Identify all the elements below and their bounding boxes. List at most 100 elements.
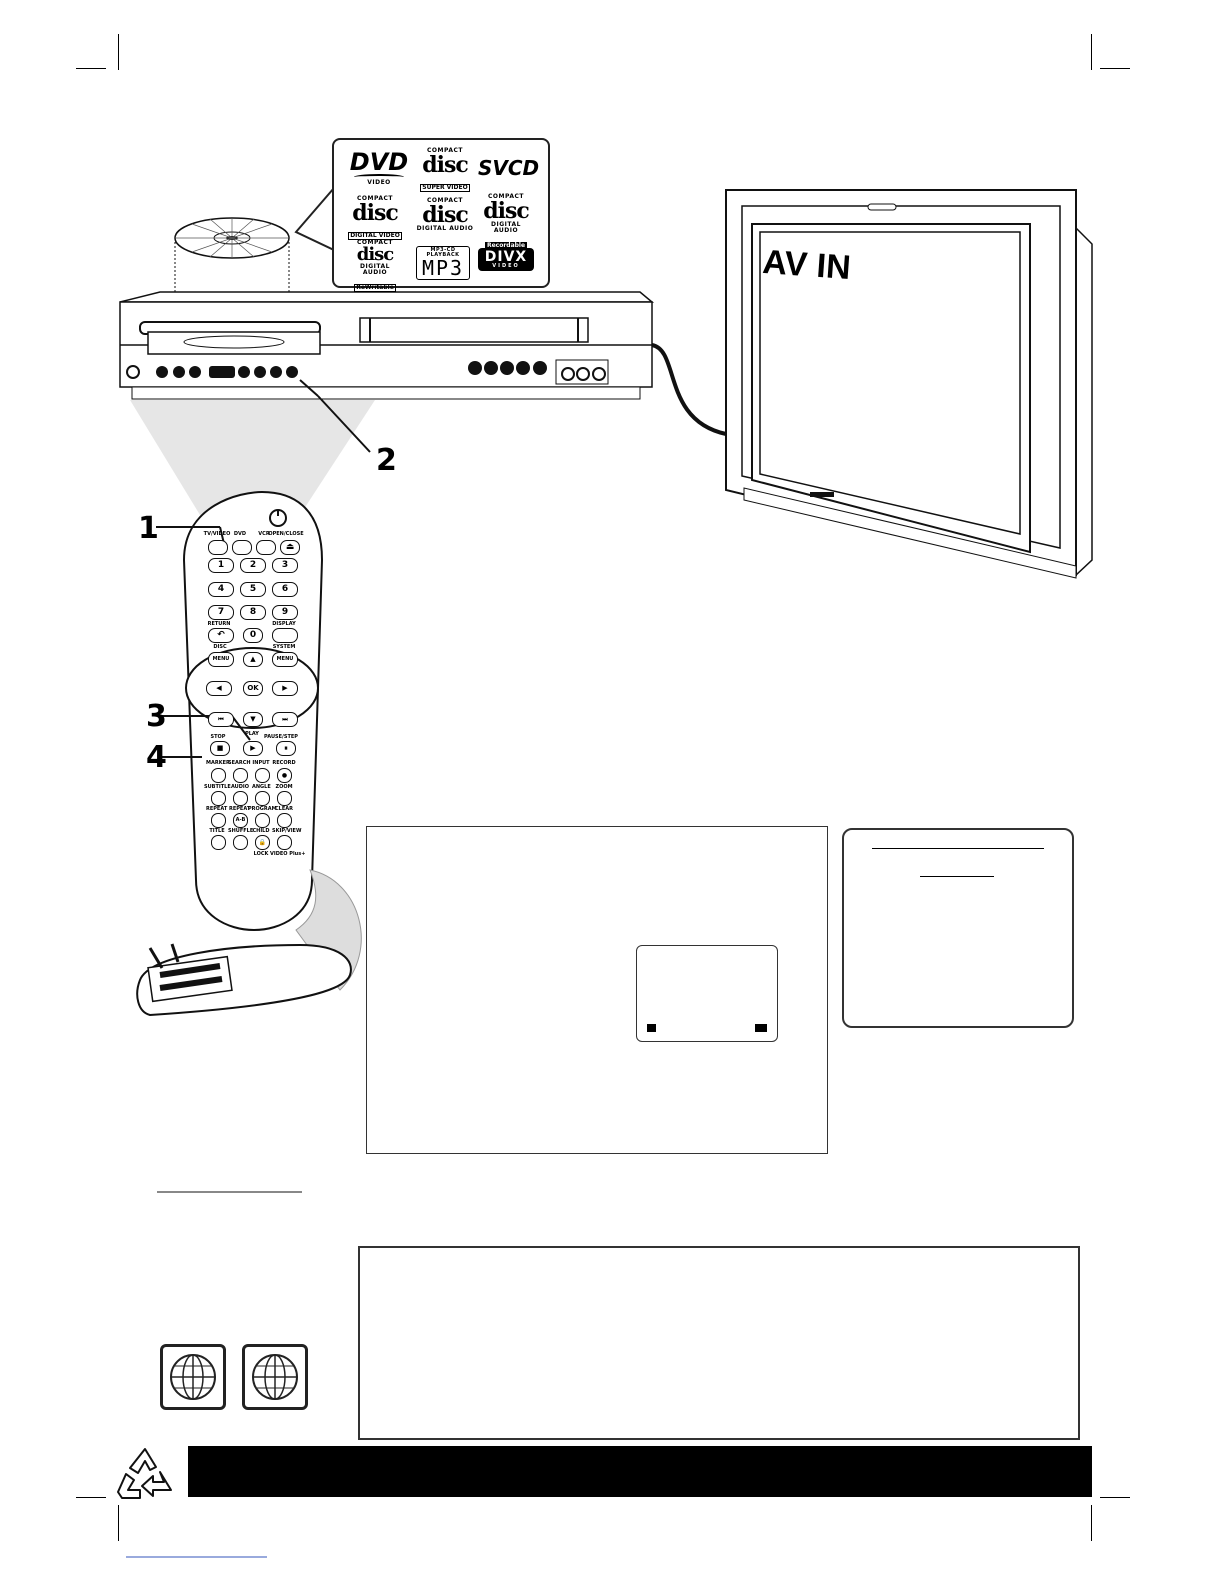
display-label: DISPLAY <box>272 621 296 627</box>
region-info-box <box>358 1246 1080 1440</box>
open-close-button[interactable]: ⏏ <box>280 540 300 555</box>
angle-button[interactable] <box>255 791 270 806</box>
digit-1-button[interactable]: 1 <box>208 558 234 573</box>
marker-label: MARKER <box>206 760 230 766</box>
lock-label: LOCK <box>253 851 269 857</box>
play-label: PLAY <box>245 731 259 737</box>
next-button[interactable]: ⏭ <box>272 712 298 727</box>
return-label: RETURN <box>207 621 231 627</box>
compact-disc-super-video-logo: COMPACT disc SUPER VIDEO <box>420 147 470 192</box>
compact-disc-rewritable-logo: COMPACT disc DIGITAL AUDIO ReWritable <box>354 239 396 292</box>
ok-button[interactable]: OK <box>243 681 263 696</box>
screen-preview-frame <box>636 945 778 1042</box>
compact-disc-digital-audio-logo: COMPACT disc DIGITAL AUDIO <box>416 197 474 232</box>
digit-3-button[interactable]: 3 <box>272 558 298 573</box>
tv-screen-av-in-text: AV IN <box>761 243 852 288</box>
note-rule <box>872 848 1044 849</box>
play-button[interactable]: ▶ <box>243 741 263 756</box>
vcr-button[interactable] <box>256 540 276 555</box>
down-arrow-button[interactable]: ▼ <box>243 712 263 727</box>
subtitle-button[interactable] <box>211 791 226 806</box>
play-status-icon <box>755 1024 767 1032</box>
compact-disc-digital-video-logo: COMPACT disc DIGITAL VIDEO <box>348 195 402 240</box>
note-box <box>842 828 1074 1028</box>
subtitle-label: SUBTITLE <box>204 784 231 790</box>
repeat-ab-label: REPEAT <box>229 806 251 812</box>
input-button[interactable] <box>255 768 270 783</box>
crop-mark <box>76 1497 106 1498</box>
open-close-label: OPEN/CLOSE <box>268 531 304 537</box>
zoom-label: ZOOM <box>275 784 293 790</box>
stop-button[interactable]: ■ <box>210 741 230 756</box>
search-button[interactable] <box>233 768 248 783</box>
disc-status-icon <box>647 1024 656 1032</box>
skip-view-button[interactable] <box>277 835 292 850</box>
program-label: PROGRAM <box>248 806 277 812</box>
record-label: RECORD <box>272 760 296 766</box>
digit-6-button[interactable]: 6 <box>272 582 298 597</box>
title-label: TITLE <box>209 828 225 834</box>
dvd-video-logo: DVD VIDEO <box>349 148 409 186</box>
svcd-logo: SVCD <box>478 156 540 180</box>
input-label: INPUT <box>252 760 270 766</box>
up-arrow-button[interactable]: ▲ <box>243 652 263 667</box>
crop-mark <box>118 34 119 70</box>
display-button[interactable] <box>272 628 298 643</box>
dvd-label: DVD <box>233 531 247 537</box>
title-button[interactable] <box>211 835 226 850</box>
stop-label: STOP <box>210 734 226 740</box>
skip-view-label: SKIP/VIEW <box>272 828 302 834</box>
pause-step-label: PAUSE/STEP <box>264 734 298 740</box>
tv-video-button[interactable] <box>208 540 228 555</box>
digit-2-button[interactable]: 2 <box>240 558 266 573</box>
divx-video-logo: DIVX VIDEO <box>478 248 534 271</box>
recycle-icon <box>116 1446 174 1500</box>
battery-compartment-icon <box>136 943 352 1017</box>
digit-9-button[interactable]: 9 <box>272 605 298 620</box>
clear-label: CLEAR <box>275 806 293 812</box>
return-button[interactable]: ↶ <box>208 628 234 643</box>
disc-icon <box>174 217 290 338</box>
disc-format-logos-panel: DVD VIDEO COMPACT disc SUPER VIDEO SVCD … <box>332 138 550 292</box>
search-label: SEARCH <box>228 760 251 766</box>
disc-label: DISC <box>213 644 227 650</box>
step-4-callout: 4 <box>146 740 167 775</box>
previous-button[interactable]: ⏮ <box>208 712 234 727</box>
step-3-callout: 3 <box>146 699 167 734</box>
digit-8-button[interactable]: 8 <box>240 605 266 620</box>
note-rule <box>920 876 994 877</box>
crop-mark <box>118 1505 119 1541</box>
marker-button[interactable] <box>211 768 226 783</box>
dvd-button[interactable] <box>232 540 252 555</box>
dvd-vcr-unit-icon <box>119 291 655 400</box>
repeat-button[interactable] <box>211 813 226 828</box>
pause-step-button[interactable]: ⏸ <box>276 741 296 756</box>
crop-mark <box>76 68 106 69</box>
angle-label: ANGLE <box>252 784 271 790</box>
region-code-1-icon <box>160 1344 226 1410</box>
zoom-button[interactable] <box>277 791 292 806</box>
disc-menu-button[interactable]: MENU <box>208 652 234 667</box>
compact-disc-recordable-logo: COMPACT disc DIGITAL AUDIO Recordable <box>483 193 530 250</box>
left-arrow-button[interactable]: ◀ <box>206 681 232 696</box>
digit-0-button[interactable]: 0 <box>243 628 263 643</box>
footer-bar <box>188 1446 1092 1497</box>
repeat-label: REPEAT <box>206 806 228 812</box>
digit-7-button[interactable]: 7 <box>208 605 234 620</box>
step-2-callout: 2 <box>376 443 397 478</box>
system-menu-button[interactable]: MENU <box>272 652 298 667</box>
program-button[interactable] <box>255 813 270 828</box>
region-code-all-icon <box>242 1344 308 1410</box>
child-lock-button[interactable]: 🔒 <box>255 835 270 850</box>
system-label: SYSTEM <box>272 644 296 650</box>
record-button[interactable]: ● <box>277 768 292 783</box>
audio-button[interactable] <box>233 791 248 806</box>
digit-5-button[interactable]: 5 <box>240 582 266 597</box>
right-arrow-button[interactable]: ▶ <box>272 681 298 696</box>
digit-4-button[interactable]: 4 <box>208 582 234 597</box>
clear-button[interactable] <box>277 813 292 828</box>
repeat-ab-button[interactable]: A-B <box>233 813 248 828</box>
shuffle-button[interactable] <box>233 835 248 850</box>
audio-label: AUDIO <box>230 784 250 790</box>
